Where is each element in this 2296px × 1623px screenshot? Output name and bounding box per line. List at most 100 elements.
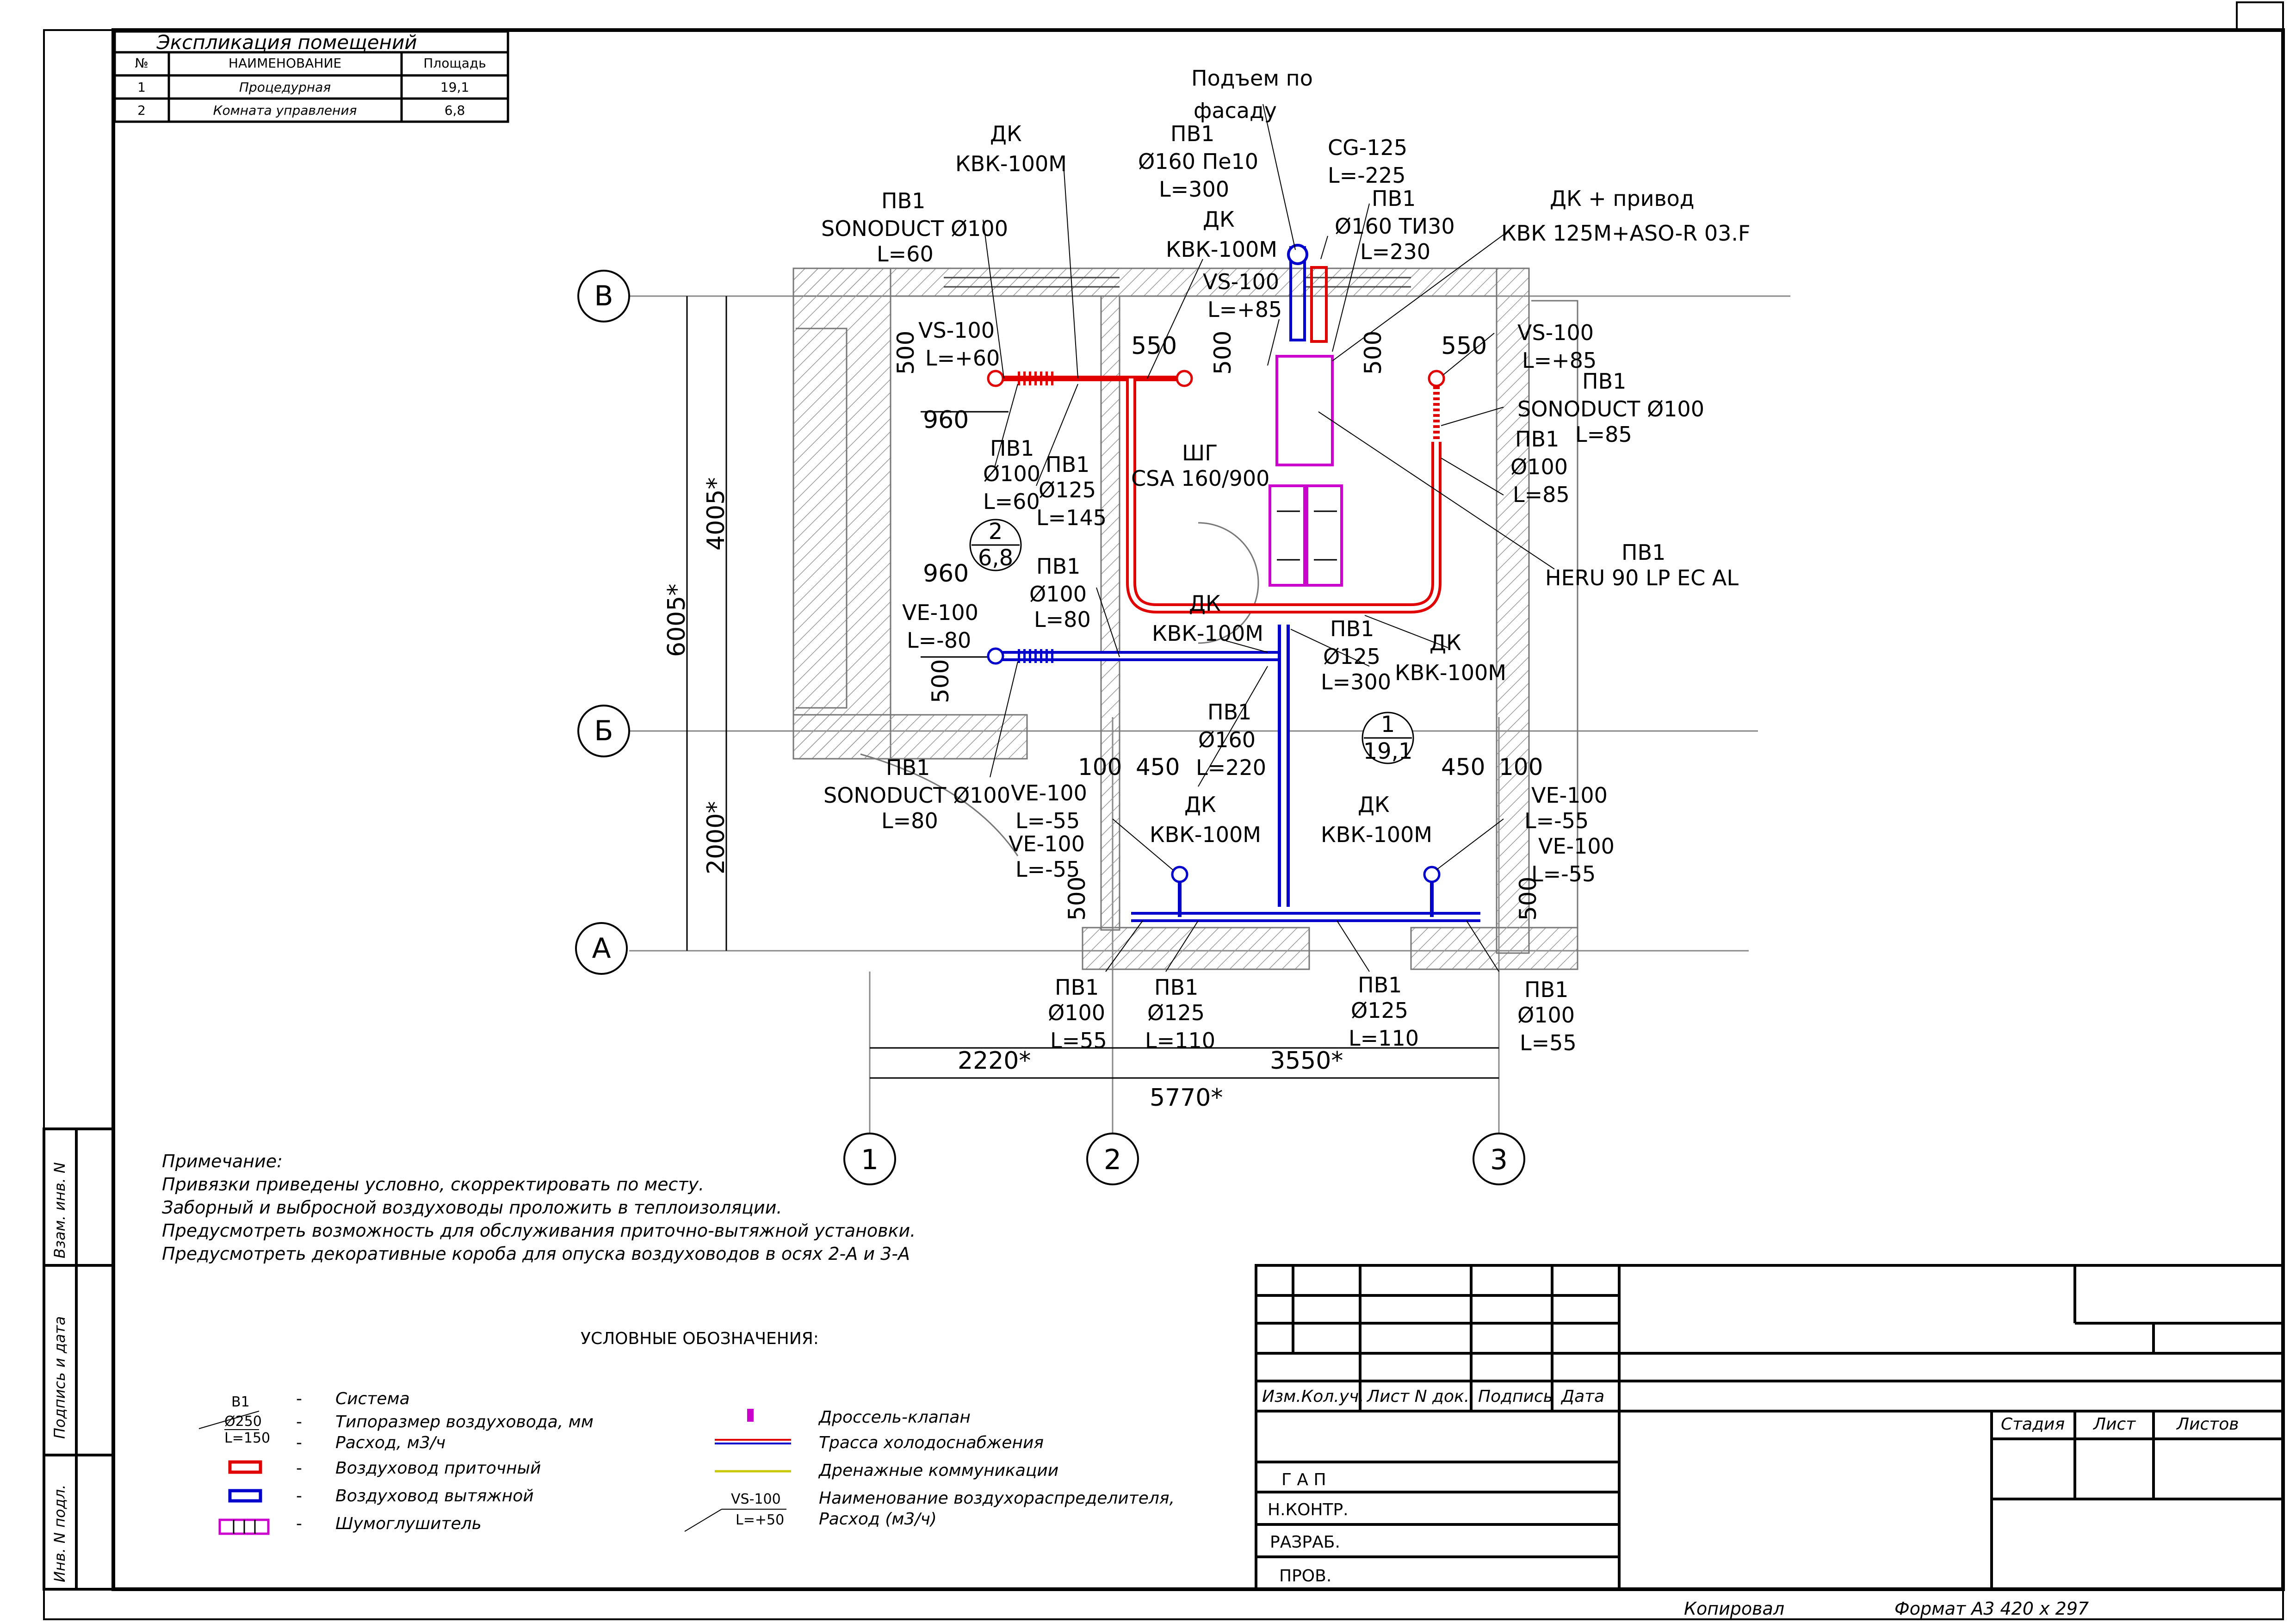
lbl-dk-3: ДК <box>1189 591 1221 616</box>
lbl-Lp85-a: L=+85 <box>1207 297 1282 322</box>
lbl-Lm80: L=-80 <box>907 628 971 653</box>
lbl-kvk-5: КВК-100М <box>1150 822 1261 847</box>
legend-item-supply: Воздуховод приточный <box>335 1459 541 1478</box>
side-podpis: Подпись и дата <box>51 1316 68 1439</box>
lbl-pv1-l: ПВ1 <box>1154 975 1198 1000</box>
lbl-sono-j: SONODUCT Ø100 <box>823 783 1010 808</box>
dim-100-r: 100 <box>1499 754 1543 781</box>
lbl-vs100-b: VS-100 <box>918 318 995 343</box>
title-block-text: Изм.Кол.уч. Лист N док. Подпись Дата Ста… <box>1262 1387 2239 1586</box>
exhaust-diffuser-1 <box>987 647 1004 665</box>
lbl-L110-l: L=110 <box>1145 1028 1215 1053</box>
exhaust-diffuser-2 <box>1171 866 1188 883</box>
legend-symbols: В1 Ø250 L=150 - - - - - - VS-100 L=+50 <box>198 1389 791 1535</box>
lbl-d125-h: Ø125 <box>1323 644 1380 669</box>
lbl-kvk-1: КВК-100М <box>955 151 1067 176</box>
lbl-dkprivod: ДК + привод <box>1550 186 1695 211</box>
lbl-vs100-c: VS-100 <box>1517 320 1594 345</box>
note-line-2: Заборный и выбросной воздуховоды проложи… <box>162 1197 782 1218</box>
lbl-d160-i: Ø160 <box>1198 727 1256 752</box>
dim-5770: 5770* <box>1150 1084 1223 1112</box>
dim-500-2: 500 <box>1209 331 1236 375</box>
lbl-pv1-top: ПВ1 <box>1170 121 1214 146</box>
dim-500-1: 500 <box>892 331 919 375</box>
lbl-kvk-2: КВК-100М <box>1166 237 1277 262</box>
lbl-L300-h: L=300 <box>1321 669 1391 694</box>
lbl-L145: L=145 <box>1036 505 1107 530</box>
axis-bubble-3 <box>1473 1133 1525 1185</box>
expl-r2-name: Комната управления <box>213 103 357 118</box>
svg-text:-: - <box>296 1514 302 1533</box>
axis-label-3: 3 <box>1490 1144 1508 1176</box>
stamp-izm: Изм.Кол.уч. <box>1262 1387 1364 1406</box>
lbl-pv1-k: ПВ1 <box>1055 975 1099 1000</box>
lbl-kvk-3: КВК-100М <box>1152 621 1263 646</box>
lbl-L85-c: L=85 <box>1575 422 1632 447</box>
legend-item-damper: Дроссель-клапан <box>818 1408 971 1427</box>
lbl-d160pe10: Ø160 Пе10 <box>1138 149 1258 174</box>
lbl-cg125: CG-125 <box>1328 135 1407 160</box>
lbl-dk-6: ДК <box>1358 792 1390 817</box>
lbl-podem2: фасаду <box>1194 98 1277 123</box>
bottom-kopiroval: Копировал <box>1684 1598 1785 1619</box>
lbl-Lm55-b: L=-55 <box>1015 808 1080 833</box>
room-2-num: 2 <box>989 519 1003 545</box>
stamp-list: Лист <box>2092 1415 2136 1434</box>
lbl-L55-n: L=55 <box>1520 1030 1577 1055</box>
lbl-d100-n: Ø100 <box>1517 1003 1575 1028</box>
leader-lines <box>983 104 1555 972</box>
stamp-gap: Г А П <box>1281 1470 1326 1489</box>
side-vzam: Взам. инв. N <box>51 1162 68 1258</box>
dim-100-l: 100 <box>1078 754 1122 781</box>
axis-bubble-2 <box>1086 1133 1139 1185</box>
dim-500-4: 500 <box>927 659 954 703</box>
lbl-L60-e: L=60 <box>983 489 1040 514</box>
lbl-shg: ШГ <box>1182 440 1218 465</box>
lbl-d160ti30: Ø160 ТИ30 <box>1335 214 1455 239</box>
lbl-d100-e: Ø100 <box>983 461 1040 486</box>
axis-bubble-b <box>577 705 630 757</box>
title-block <box>1255 1264 2284 1591</box>
dim-550-b: 550 <box>1441 332 1487 360</box>
dim-960-top: 960 <box>923 406 969 434</box>
lbl-pv1-e: ПВ1 <box>990 436 1034 461</box>
lbl-L55-k: L=55 <box>1050 1028 1107 1053</box>
expl-r1-name: Процедурная <box>239 80 331 95</box>
ahu-unit <box>1269 355 1343 587</box>
side-stamp <box>43 1127 115 1591</box>
expl-h-name: НАИМЕНОВАНИЕ <box>229 56 341 71</box>
walls <box>792 267 1578 970</box>
supply-diffuser-3 <box>1428 370 1445 387</box>
lbl-Lp85-c: L=+85 <box>1522 348 1597 373</box>
lbl-d100-d: Ø100 <box>1510 454 1568 479</box>
legend-item-drain: Дренажные коммуникации <box>818 1461 1058 1480</box>
note-line-1: Привязки приведены условно, скорректиров… <box>162 1174 705 1195</box>
expl-r2-area: 6,8 <box>445 103 465 118</box>
lbl-pv1-a: ПВ1 <box>881 188 925 213</box>
stamp-listov: Листов <box>2176 1415 2239 1434</box>
lbl-ve100-d: VE-100 <box>1531 783 1608 808</box>
lbl-pv1-d: ПВ1 <box>1515 427 1559 452</box>
dim-2220: 2220* <box>958 1047 1031 1075</box>
svg-text:-: - <box>296 1389 302 1408</box>
lbl-ve100-e: VE-100 <box>1538 834 1615 859</box>
expl-h-area: Площадь <box>423 56 486 71</box>
dim-2000: 2000* <box>702 801 730 874</box>
explication-table <box>113 30 509 123</box>
room-markers <box>969 519 1414 764</box>
stamp-data: Дата <box>1560 1387 1604 1406</box>
lbl-pv1-j: ПВ1 <box>886 755 930 780</box>
lbl-csa: CSA 160/900 <box>1131 466 1269 491</box>
lbl-pv1-c: ПВ1 <box>1582 369 1626 394</box>
duct-labels: Подъем по фасаду ПВ1 Ø160 Пе10 L=300 ДК … <box>821 66 1750 1055</box>
axis-label-v: В <box>594 280 613 312</box>
lbl-dk-5: ДК <box>1184 792 1216 817</box>
dim-4005: 4005* <box>702 477 730 551</box>
notes-title: Примечание: <box>162 1151 283 1171</box>
lbl-kvk-6: КВК-100М <box>1321 822 1432 847</box>
stamp-podpis: Подпись <box>1478 1387 1553 1406</box>
lbl-pv1-g: ПВ1 <box>1036 554 1080 579</box>
lbl-L230: L=230 <box>1360 239 1430 264</box>
lbl-pv1-f: ПВ1 <box>1046 452 1089 477</box>
